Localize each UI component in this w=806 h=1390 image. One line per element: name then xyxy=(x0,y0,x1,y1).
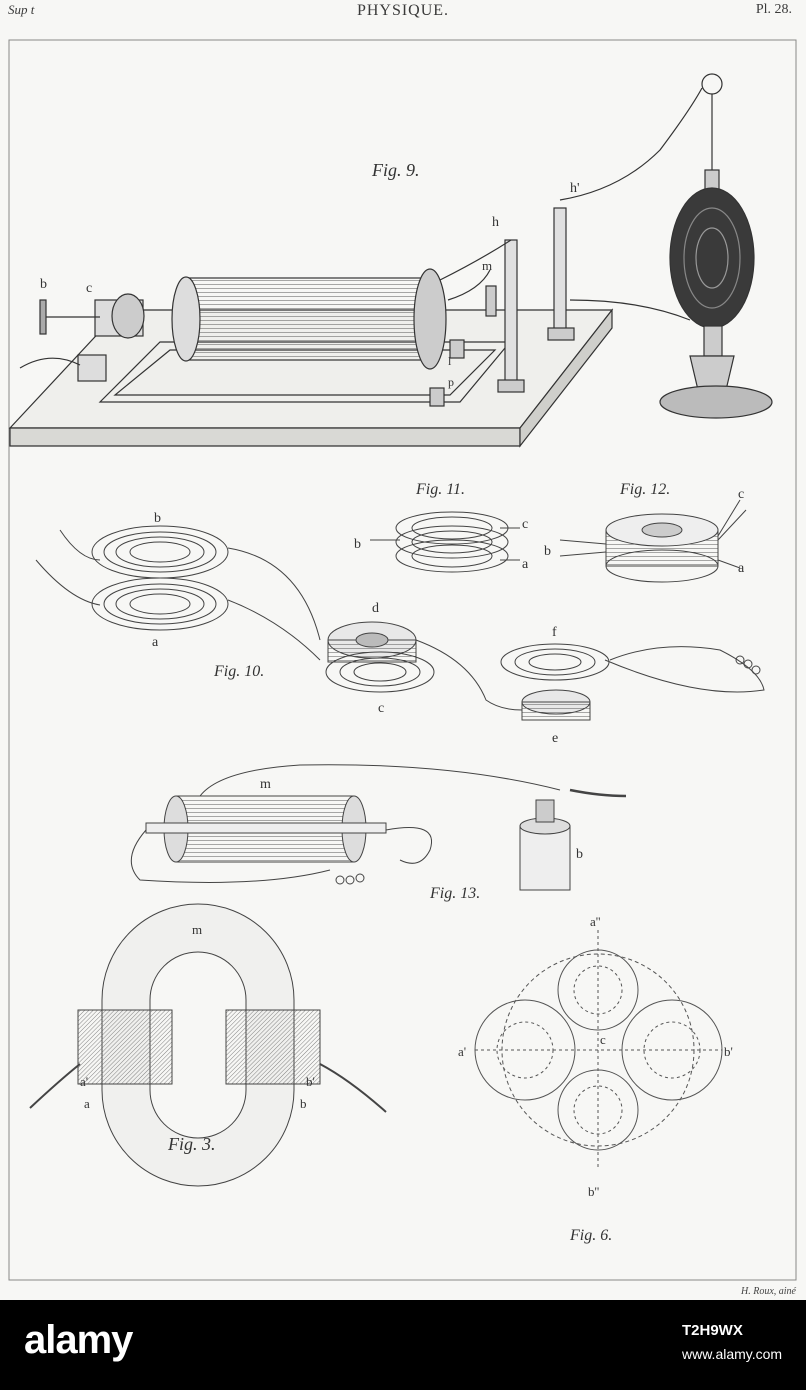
fig9-letter-l: l xyxy=(448,354,452,368)
site-url: www.alamy.com xyxy=(682,1346,783,1362)
header-supplement: Sup t xyxy=(8,2,35,17)
fig10-letter-f: f xyxy=(552,625,557,640)
fig3-letter-a-prime: a' xyxy=(80,1074,88,1089)
fig6-letter-a-prime: a' xyxy=(458,1044,466,1059)
fig11-letter-b: b xyxy=(354,537,361,552)
fig10-letter-a: a xyxy=(152,635,159,650)
fig9-label: Fig. 9. xyxy=(371,160,420,180)
alamy-logo: alamy xyxy=(24,1318,133,1362)
fig9-letter-m: m xyxy=(482,258,492,273)
fig9-letter-h: h xyxy=(492,215,499,230)
fig6-letter-b-double-prime: b'' xyxy=(588,1184,599,1199)
fig10-label: Fig. 10. xyxy=(213,663,264,680)
fig10-spiral-coils xyxy=(35,525,765,721)
fig6-letter-b-prime: b' xyxy=(724,1044,733,1059)
fig13-letter-m: m xyxy=(260,777,271,792)
fig3-letter-a: a xyxy=(84,1096,90,1111)
fig3-letter-b: b xyxy=(300,1096,307,1111)
fig10-letter-b: b xyxy=(154,511,161,526)
fig12-wound-spool xyxy=(559,499,747,583)
fig13-coil-and-jar xyxy=(130,764,627,891)
fig12-label: Fig. 12. xyxy=(619,481,670,498)
header-title: PHYSIQUE. xyxy=(356,2,450,19)
fig12-letter-a: a xyxy=(738,561,745,576)
fig6-label: Fig. 6. xyxy=(569,1227,612,1244)
engraving-illustrations: Fig. 9. b c h h' m l p Fig. 10. a b c d … xyxy=(8,39,797,1281)
image-id: T2H9WX xyxy=(682,1322,743,1339)
fig9-letter-c: c xyxy=(86,281,92,296)
fig6-letter-c: c xyxy=(600,1032,606,1047)
fig10-letter-e: e xyxy=(552,731,558,746)
fig13-label: Fig. 13. xyxy=(429,885,480,902)
plate-border xyxy=(8,39,797,1281)
fig6-letter-a-double-prime: a'' xyxy=(590,914,600,929)
fig11-letter-a: a xyxy=(522,557,529,572)
fig11-letter-c: c xyxy=(522,517,528,532)
fig11-stacked-spirals xyxy=(370,511,520,573)
fig3-letter-b-prime: b' xyxy=(306,1074,315,1089)
fig10-letter-d: d xyxy=(372,601,379,616)
fig12-letter-b: b xyxy=(544,544,551,559)
watermark-band xyxy=(0,1300,806,1390)
fig13-letter-b: b xyxy=(576,847,583,862)
fig3-letter-m: m xyxy=(192,922,202,937)
header-plate-number: Pl. 28. xyxy=(755,2,792,17)
fig11-label: Fig. 11. xyxy=(415,481,465,498)
fig9-letter-h-prime: h' xyxy=(570,181,580,196)
fig6-field-diagram xyxy=(474,930,723,1170)
fig12-letter-c: c xyxy=(738,487,744,502)
fig9-letter-p: p xyxy=(448,375,454,389)
fig3-ring-magnet xyxy=(29,903,387,1187)
fig10-letter-c: c xyxy=(378,701,384,716)
fig3-label: Fig. 3. xyxy=(167,1134,216,1154)
engraver-credit: H. Roux, ainé xyxy=(741,1286,796,1297)
fig9-induction-coil xyxy=(8,73,773,448)
fig9-letter-b: b xyxy=(40,277,47,292)
